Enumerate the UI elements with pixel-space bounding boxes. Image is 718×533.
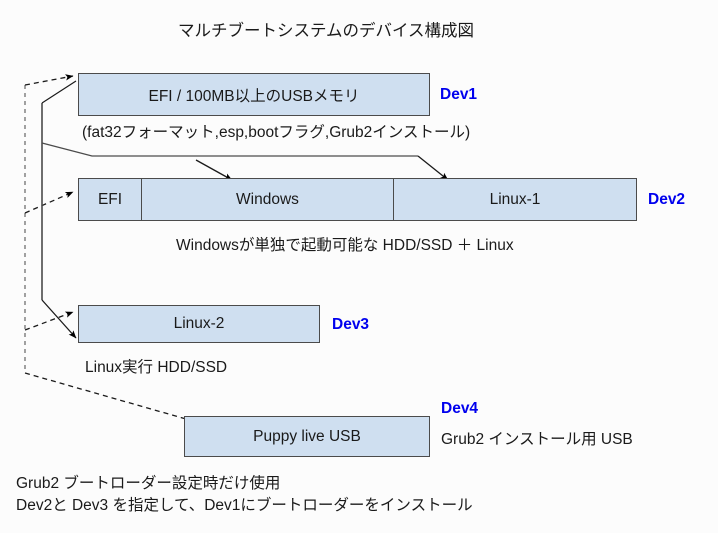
device-box-dev2[interactable]: EFI Windows Linux-1 <box>78 178 637 221</box>
dashed-link-to-dev1 <box>24 74 74 86</box>
device-caption-dev2: Windowsが単独で起動可能な HDD/SSD ＋ Linux <box>176 237 514 254</box>
dev2-segment-efi: EFI <box>97 190 123 208</box>
arrow-into-linux1-segment <box>417 155 449 181</box>
dev1-segment-0: EFI / 100MB以上のUSBメモリ <box>148 87 360 105</box>
device-tag-dev3: Dev3 <box>332 316 370 333</box>
device-tag-dev2: Dev2 <box>648 191 686 208</box>
footer-line-1: Grub2 ブートローダー設定時だけ使用 <box>16 475 281 492</box>
device-box-dev4[interactable]: Puppy live USB <box>184 416 430 457</box>
diagram-title: マルチブートシステムのデバイス構成図 <box>178 22 475 40</box>
device-caption-dev1: (fat32フォーマット,esp,bootフラグ,Grub2インストール) <box>82 124 471 141</box>
device-tag-dev4: Dev4 <box>441 400 479 417</box>
dev2-segment-linux1: Linux-1 <box>393 179 636 220</box>
dashed-link-to-dev2 <box>24 191 74 214</box>
dev3-segment-0: Linux-2 <box>173 315 225 332</box>
device-caption-dev3: Linux実行 HDD/SSD <box>85 359 228 376</box>
solid-link-to-dev3 <box>41 299 77 339</box>
device-caption-dev4: Grub2 インストール用 USB <box>441 431 633 448</box>
solid-rail-to-dev2 <box>41 142 418 157</box>
solid-link-to-dev1 <box>41 80 77 104</box>
device-box-dev1[interactable]: EFI / 100MB以上のUSBメモリ <box>78 73 430 116</box>
device-box-dev3[interactable]: Linux-2 <box>78 305 320 343</box>
arrow-into-windows-segment <box>195 159 233 181</box>
device-tag-dev1: Dev1 <box>440 86 478 103</box>
dev4-segment-0: Puppy live USB <box>253 427 361 445</box>
dev2-segment-windows: Windows <box>141 179 393 220</box>
dashed-link-to-dev3 <box>24 311 74 331</box>
footer-line-2: Dev2と Dev3 を指定して、Dev1にブートローダーをインストール <box>16 497 473 514</box>
dashed-link-to-dev4 <box>24 372 187 420</box>
